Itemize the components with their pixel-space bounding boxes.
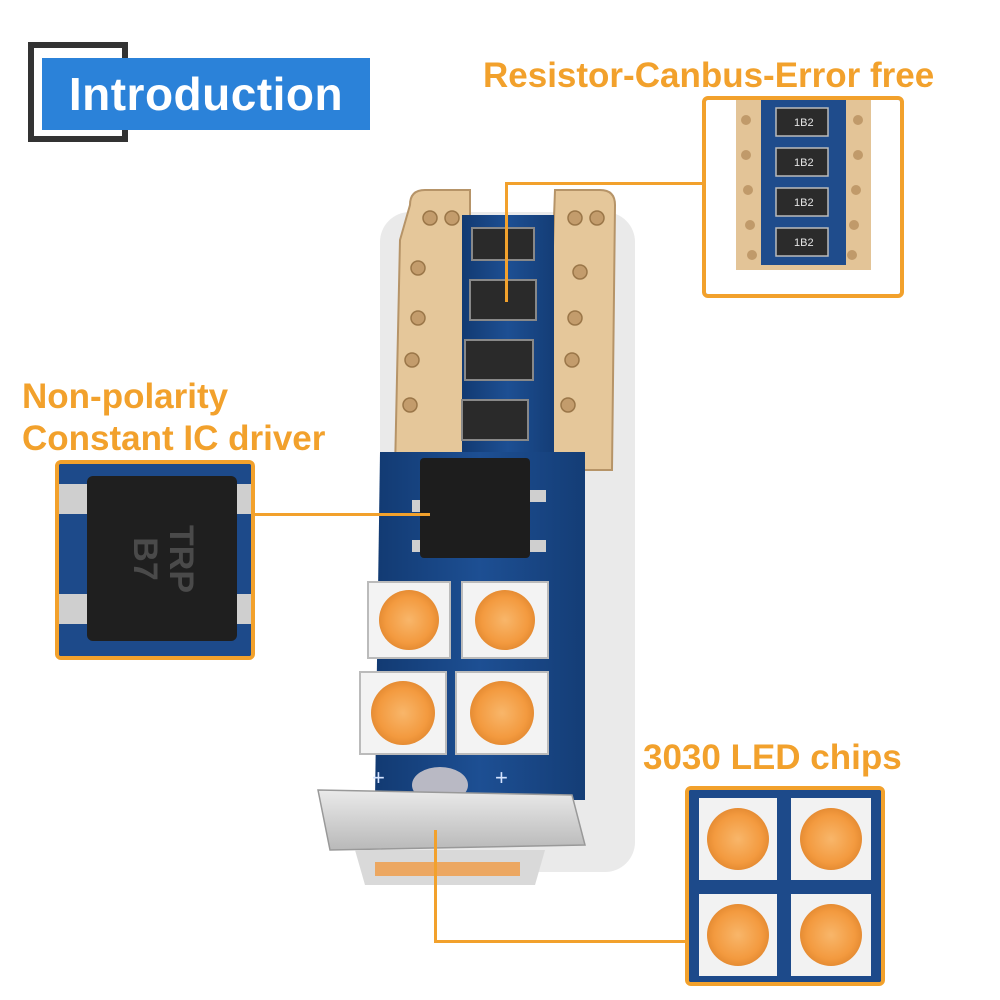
bottom-led-glow xyxy=(375,862,520,876)
led-chip-group xyxy=(359,581,549,755)
title-badge xyxy=(42,58,370,130)
driver-zoom-image: TRP B7 xyxy=(59,464,251,656)
ic-lead xyxy=(528,540,546,552)
resistor-zoom-frame: 1B2 1B2 1B2 1B2 xyxy=(702,96,904,298)
pad-holes xyxy=(402,210,605,413)
ic-marking-line2: B7 xyxy=(126,537,164,580)
resistor-marking: 1B2 xyxy=(794,237,814,249)
driver-callout-line1: Non-polarity xyxy=(22,377,229,416)
gold-pad-right xyxy=(543,189,617,471)
resistor-zoom-image: 1B2 1B2 1B2 1B2 xyxy=(706,100,900,294)
resistor-callout-label: Resistor-Canbus-Error free xyxy=(483,56,935,95)
resistor-marking: 1B2 xyxy=(794,117,814,129)
ic-lead xyxy=(528,490,546,502)
svg-text:+: + xyxy=(372,765,385,790)
led-zoom-frame xyxy=(685,786,885,986)
resistor-marking: 1B2 xyxy=(794,197,814,209)
driver-zoom-frame: TRP B7 xyxy=(55,460,255,660)
resistor-group xyxy=(461,227,537,441)
resistor-marking: 1B2 xyxy=(794,157,814,169)
led-callout-label: 3030 LED chips xyxy=(643,738,902,777)
svg-text:+: + xyxy=(495,765,508,790)
gold-pad-left xyxy=(393,189,471,471)
led-zoom-image xyxy=(689,790,881,982)
ic-marking-line1: TRP xyxy=(162,525,200,593)
driver-callout-line2: Constant IC driver xyxy=(22,419,326,458)
driver-callout-label: Non-polarity Constant IC driver xyxy=(22,376,325,460)
wedge-base xyxy=(317,789,586,851)
led-leader-h xyxy=(434,940,685,943)
driver-leader xyxy=(255,513,430,516)
resistor-leader-v xyxy=(505,182,508,302)
page-title: Introduction xyxy=(68,68,344,120)
resistor-leader-h xyxy=(505,182,702,185)
led-leader-v xyxy=(434,830,437,942)
ic-driver-chip xyxy=(420,458,530,558)
